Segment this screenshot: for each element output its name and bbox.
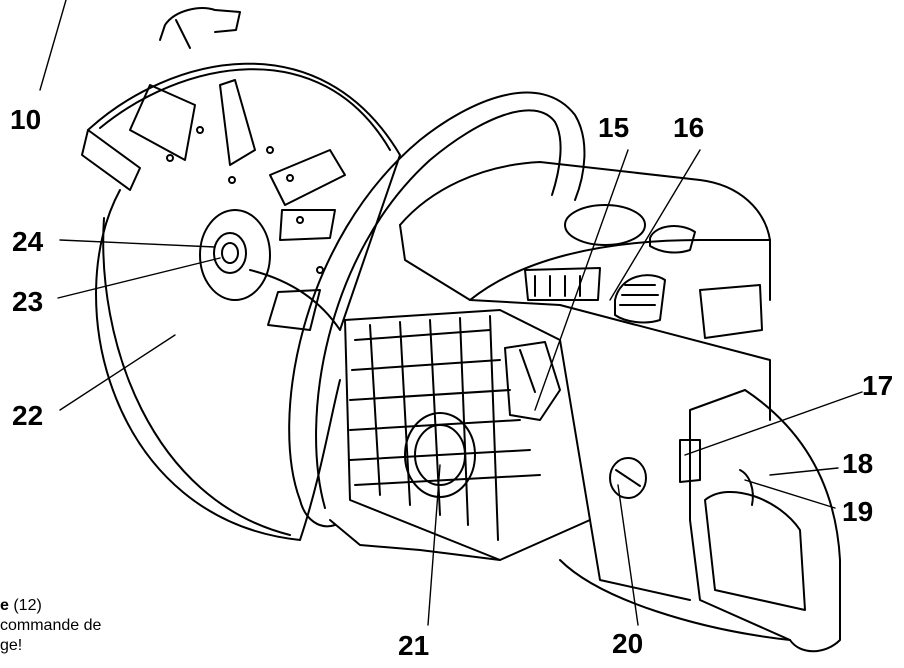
engine-body: [399, 161, 771, 421]
starter-handle: [504, 341, 561, 421]
callout-23: 23: [12, 286, 44, 317]
base: [329, 519, 791, 641]
blade-washer: [199, 209, 271, 301]
leader-lines: [39, 0, 863, 626]
callout-21: 21: [398, 630, 430, 661]
caption-line-2: commande de: [0, 617, 102, 634]
callout-16: 16: [673, 112, 705, 143]
partial-caption-text: e (12) commande de ge!: [0, 596, 200, 656]
callout-18: 18: [842, 448, 874, 479]
front-handle: [288, 91, 586, 528]
callout-22: 22: [12, 400, 44, 431]
cutting-blade: [95, 189, 341, 541]
callout-24: 24: [12, 226, 44, 257]
caption-line-1: (12): [8, 597, 42, 614]
callout-10: 10: [10, 104, 42, 135]
callout-19: 19: [842, 496, 874, 527]
starter-housing: [344, 309, 591, 561]
rear-handle: [679, 389, 841, 653]
caption-bold-fragment: e: [0, 597, 9, 614]
callout-15: 15: [598, 112, 630, 143]
callout-20: 20: [612, 628, 644, 659]
decompression-valve: [609, 457, 647, 499]
blade-guard: [81, 7, 401, 331]
callout-17: 17: [862, 370, 894, 401]
caption-line-3: ge!: [0, 637, 23, 654]
